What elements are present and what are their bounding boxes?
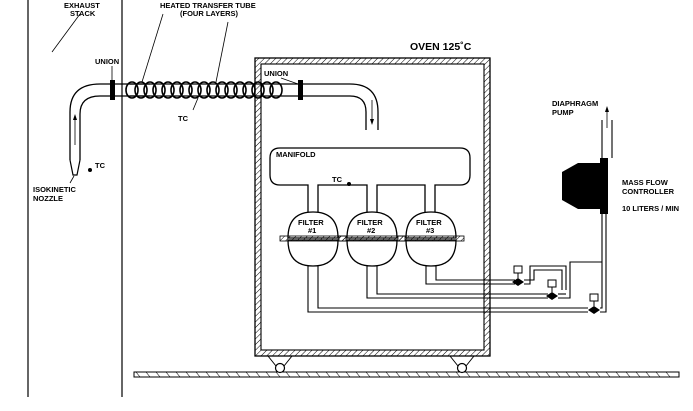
heater-coils (125, 81, 283, 99)
label-mass-flow-2: CONTROLLER (622, 187, 675, 196)
label-mass-flow-1: MASS FLOW (622, 178, 669, 187)
filter-outlet-lines (307, 266, 588, 313)
mass-flow-controller (562, 158, 608, 214)
tc-dot-manifold (347, 182, 351, 186)
labels: EXHAUST STACK HEATED TRANSFER TUBE (FOUR… (33, 1, 679, 235)
label-filter-1b: #1 (308, 226, 316, 235)
isokinetic-nozzle (69, 83, 150, 176)
label-filter-3b: #3 (426, 226, 434, 235)
filter-1 (279, 211, 347, 267)
filter-3 (397, 211, 465, 267)
collector-lines (524, 214, 607, 313)
label-diaphragm-pump-1: DIAPHRAGM (552, 99, 598, 108)
label-exhaust-stack-1: EXHAUST (64, 1, 100, 10)
label-isokinetic-1: ISOKINETIC (33, 185, 77, 194)
label-tc-manifold: TC (332, 175, 343, 184)
label-mass-flow-3: 10 LITERS / MIN (622, 204, 679, 213)
union-right (298, 80, 303, 100)
label-filter-3a: FILTER (416, 218, 442, 227)
label-union-right: UNION (264, 69, 288, 78)
label-tc-nozzle: TC (95, 161, 106, 170)
label-diaphragm-pump-2: PUMP (552, 108, 574, 117)
label-tc-tube: TC (178, 114, 189, 123)
label-oven: OVEN 125˚C (410, 41, 472, 53)
valve-1 (512, 265, 524, 286)
pump-line (601, 106, 613, 158)
valve-2 (546, 279, 558, 300)
filter-2 (338, 211, 406, 267)
label-manifold: MANIFOLD (276, 150, 316, 159)
label-exhaust-stack-2: STACK (70, 9, 96, 18)
floor-rail (133, 371, 680, 378)
label-filter-2b: #2 (367, 226, 375, 235)
label-filter-2a: FILTER (357, 218, 383, 227)
union-left (110, 80, 115, 100)
label-filter-1a: FILTER (298, 218, 324, 227)
label-union-left: UNION (95, 57, 119, 66)
oven-wheel-right (449, 355, 475, 374)
tc-dot-nozzle (88, 168, 92, 172)
label-isokinetic-2: NOZZLE (33, 194, 63, 203)
label-heated-tube-2: (FOUR LAYERS) (180, 9, 239, 18)
oven-wheel-left (267, 355, 293, 374)
label-heated-tube-1: HEATED TRANSFER TUBE (160, 1, 256, 10)
heated-transfer-tube (110, 80, 379, 130)
exhaust-stack (27, 0, 123, 397)
leader-lines (51, 13, 299, 184)
valve-3 (588, 293, 600, 314)
